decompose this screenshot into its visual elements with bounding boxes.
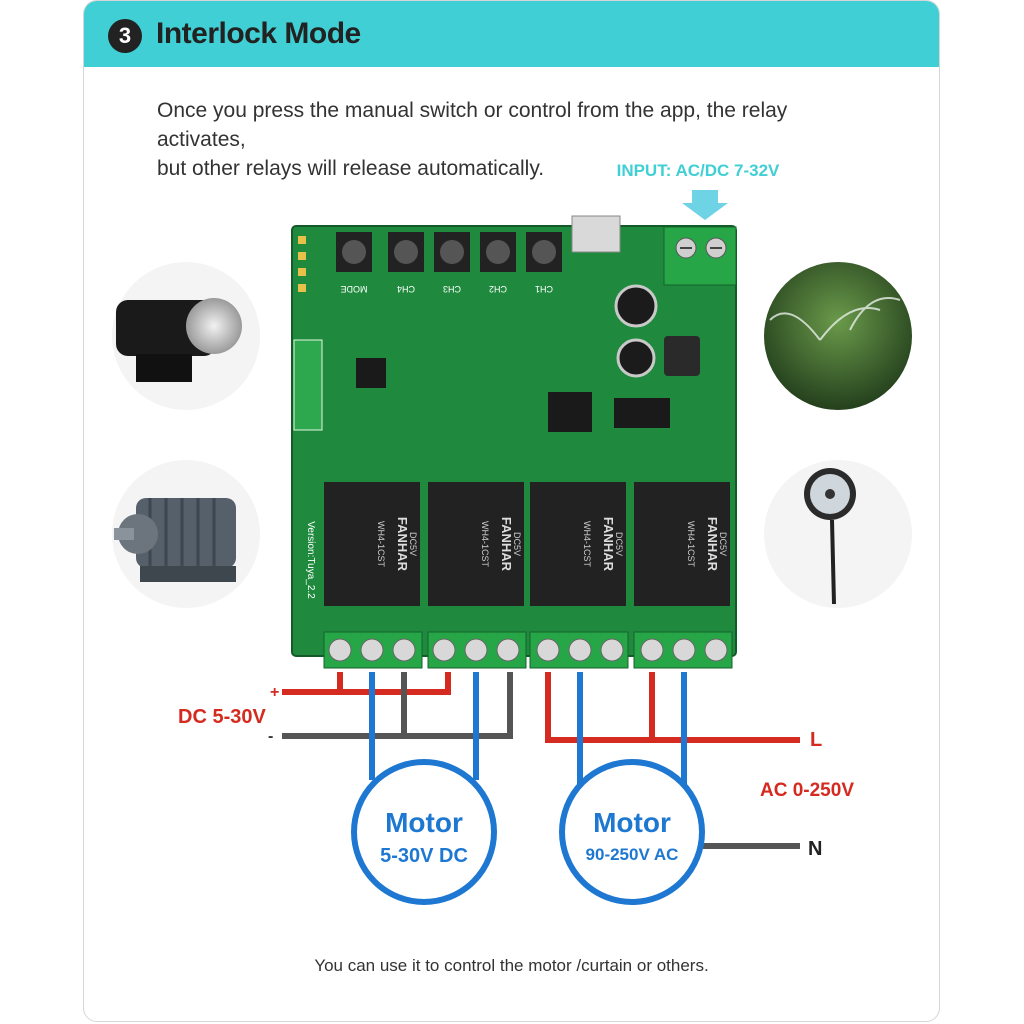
footer-note: You can use it to control the motor /cur…: [314, 956, 709, 975]
line-label: L: [810, 729, 822, 751]
button-label-ch3: CH3: [443, 284, 461, 294]
mode-number-badge: 3: [108, 19, 142, 53]
capacitor-2: [616, 338, 656, 378]
usb-port: [571, 215, 621, 253]
fan-image: [764, 460, 912, 608]
relays: [324, 482, 730, 606]
motor-ac-rating: 90-250V AC: [586, 845, 679, 864]
relay-coil-2: DC5V: [512, 532, 522, 556]
dc-motor-image: [112, 262, 260, 410]
input-arrow-icon: [682, 190, 728, 220]
motor-dc-name: Motor: [385, 807, 463, 838]
capacitor-1: [614, 284, 658, 328]
relay-brand-4: FANHAR: [705, 517, 720, 572]
mode-header: 3 Interlock Mode: [84, 1, 939, 67]
relay-board: MODE CH4 CH3 CH2 CH1 FANHAR FANHAR FANHA…: [291, 215, 737, 669]
wifi-antenna: [293, 339, 323, 431]
button-label-ch1: CH1: [535, 284, 553, 294]
tactile-buttons: [336, 232, 562, 272]
description-line-1: Once you press the manual switch or cont…: [157, 99, 788, 151]
ac-voltage-label: AC 0-250V: [760, 780, 854, 801]
relay-coil-4: DC5V: [718, 532, 728, 556]
relay-model-2: WH4-1CST: [480, 521, 490, 568]
relay-brand-3: FANHAR: [601, 517, 616, 572]
driver-chip: [548, 392, 592, 432]
shift-register-chip: [614, 398, 670, 428]
relay-coil-1: DC5V: [408, 532, 418, 556]
mcu-chip: [356, 358, 386, 388]
header-pins: [298, 236, 306, 292]
relay-model-1: WH4-1CST: [376, 521, 386, 568]
motor-ac: Motor 90-250V AC: [559, 759, 705, 905]
dc-plus-label: +: [270, 684, 279, 701]
motor-ac-name: Motor: [593, 807, 671, 838]
relay-model-4: WH4-1CST: [686, 521, 696, 568]
relay-brand-2: FANHAR: [499, 517, 514, 572]
input-terminal-block: [663, 226, 737, 286]
mode-description: Once you press the manual switch or cont…: [157, 96, 877, 183]
dc-voltage-label: DC 5-30V: [178, 706, 266, 728]
neutral-label: N: [808, 838, 822, 860]
input-label: INPUT: AC/DC 7-32V: [617, 161, 780, 180]
relay-model-3: WH4-1CST: [582, 521, 592, 568]
wires: [282, 672, 800, 849]
mode-title: Interlock Mode: [156, 17, 361, 50]
sprinkler-image: [764, 262, 912, 410]
description-line-2: but other relays will release automatica…: [157, 157, 545, 180]
button-label-ch2: CH2: [489, 284, 507, 294]
button-label-mode: MODE: [341, 284, 368, 294]
output-terminals: [323, 631, 733, 669]
board-version-label: Version:Tuya_2.2: [305, 521, 316, 599]
inductor: [664, 336, 700, 376]
relay-brand-1: FANHAR: [395, 517, 410, 572]
motor-dc: Motor 5-30V DC: [351, 759, 497, 905]
dc-minus-label: -: [268, 728, 273, 745]
button-label-ch4: CH4: [397, 284, 415, 294]
motor-dc-rating: 5-30V DC: [380, 845, 468, 867]
ac-motor-image: [112, 460, 260, 608]
relay-coil-3: DC5V: [614, 532, 624, 556]
